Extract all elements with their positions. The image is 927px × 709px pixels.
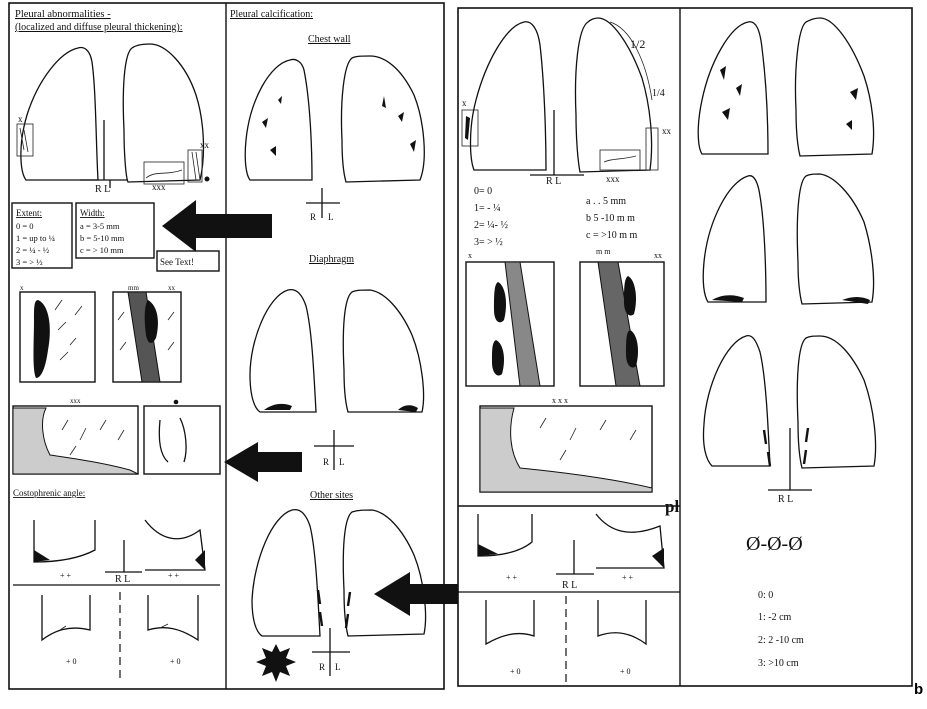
panel-letter-b: b [914,681,923,698]
pl-label: pl [665,497,679,516]
scaled-detail-mark-xxx: x x x [552,396,568,405]
extent-item-2: 2 = ¼ - ½ [16,245,50,255]
extent-heading: Extent: [16,208,42,218]
extent-item-0: 0 = 0 [16,221,34,231]
scale-item-1: 1: -2 cm [758,612,792,623]
width-item-0: a = 3-5 mm [80,221,120,231]
starburst-marker [256,644,296,682]
diaphragm-label: Diaphragm [309,254,354,265]
lungs-calcification-diaphragm [703,174,873,304]
scaled-costo-rl: R L [562,580,577,591]
see-text-label: See Text! [160,257,194,267]
scaled-costo-label-3: + 0 [620,667,631,676]
costophrenic-top-row [34,520,205,572]
scaled-extent-1: 1= - ¼ [474,203,501,214]
scaled-costo-label-0: + + [506,573,518,582]
scaled-width-1: b 5 -10 m m [586,213,635,224]
other-sites-r: R [319,662,325,672]
scale-item-3: 3: >10 cm [758,658,799,669]
lungs-outline-thickening [21,44,204,188]
costo-label-0: + + [60,571,72,580]
costo-label-1: + + [168,571,180,580]
dot-marker [205,177,210,182]
arrow-to-width-box [162,200,272,252]
phi-symbols: Ø-Ø-Ø [746,533,803,555]
lungs-chest-wall [245,56,424,218]
scaled-width-2: c = >10 m m [586,230,637,241]
mark-xxx: xxx [152,182,166,192]
arrow-to-detail-image [224,442,302,482]
extent-item-1: 1 = up to ¼ [16,233,55,243]
scaled-width-0: a . . 5 mm [586,196,626,207]
quarter-label: 1/4 [652,88,665,99]
costo-label-3: + 0 [170,657,181,666]
lungs-calcification-other [703,336,875,490]
scaled-extent-0: 0= 0 [474,186,492,197]
scaled-costo-label-1: + + [622,573,634,582]
mark-xx: xx [200,140,210,150]
lungs-diaphragm [250,290,424,470]
scaled-detail-mark-xx: xx [654,251,662,260]
scaled-costo-label-2: + 0 [510,667,521,676]
costo-rl: R L [115,574,130,585]
mark-x: x [18,114,23,124]
scaled-mark-x: x [462,98,467,108]
diaphragm-l: L [339,457,345,467]
scaled-box-xxx [600,150,640,170]
arrow-to-other-sites [374,572,458,616]
costo-label-2: + 0 [66,657,77,666]
scaled-costophrenic-top [478,514,664,574]
chest-wall-label: Chest wall [308,34,351,45]
extent-item-3: 3 = > ½ [16,257,43,267]
lungs-calcification-chest-wall [698,18,873,156]
scaled-extent-2: 2= ¼- ½ [474,220,508,231]
scale-item-2: 2: 2 -10 cm [758,635,804,646]
calcification-rl: R L [778,494,793,505]
width-item-1: b = 5-10 mm [80,233,125,243]
detail-mark-xx: xx [168,284,176,292]
detail-mark-x: x [20,284,24,292]
detail-mark-mm: mm [128,284,139,292]
detail-mark-xxx: xxx [70,397,81,405]
scaled-detail-mark-mm: m m [596,247,611,256]
thickening-box-x [17,124,33,156]
scaled-mark-xx: xx [662,126,672,136]
chest-wall-l: L [328,212,334,222]
detail-image-x [20,292,95,382]
scaled-mark-xxx: xxx [606,174,620,184]
detail-image-dot [144,406,220,474]
chest-wall-r: R [310,212,316,222]
half-label: 1/2 [630,37,645,51]
scaled-extent-3: 3= > ½ [474,237,503,248]
lungs-outline-scaled [471,18,653,175]
diaphragm-r: R [323,457,329,467]
scaled-detail-mark-x: x [468,251,472,260]
costophrenic-heading: Costophrenic angle: [13,488,85,498]
pleural-calcification-title: Pleural calcification: [230,9,313,20]
rl-label-top: R L [95,184,110,195]
pleural-abnormalities-title: Pleural abnormalities - [15,9,111,20]
pleural-abnormalities-subtitle: (localized and diffuse pleural thickenin… [15,22,183,33]
width-heading: Width: [80,208,105,218]
scale-item-0: 0: 0 [758,590,773,601]
scaled-rl: R L [546,176,561,187]
other-sites-label: Other sites [310,490,353,501]
other-sites-l: L [335,662,341,672]
width-item-2: c = > 10 mm [80,245,124,255]
